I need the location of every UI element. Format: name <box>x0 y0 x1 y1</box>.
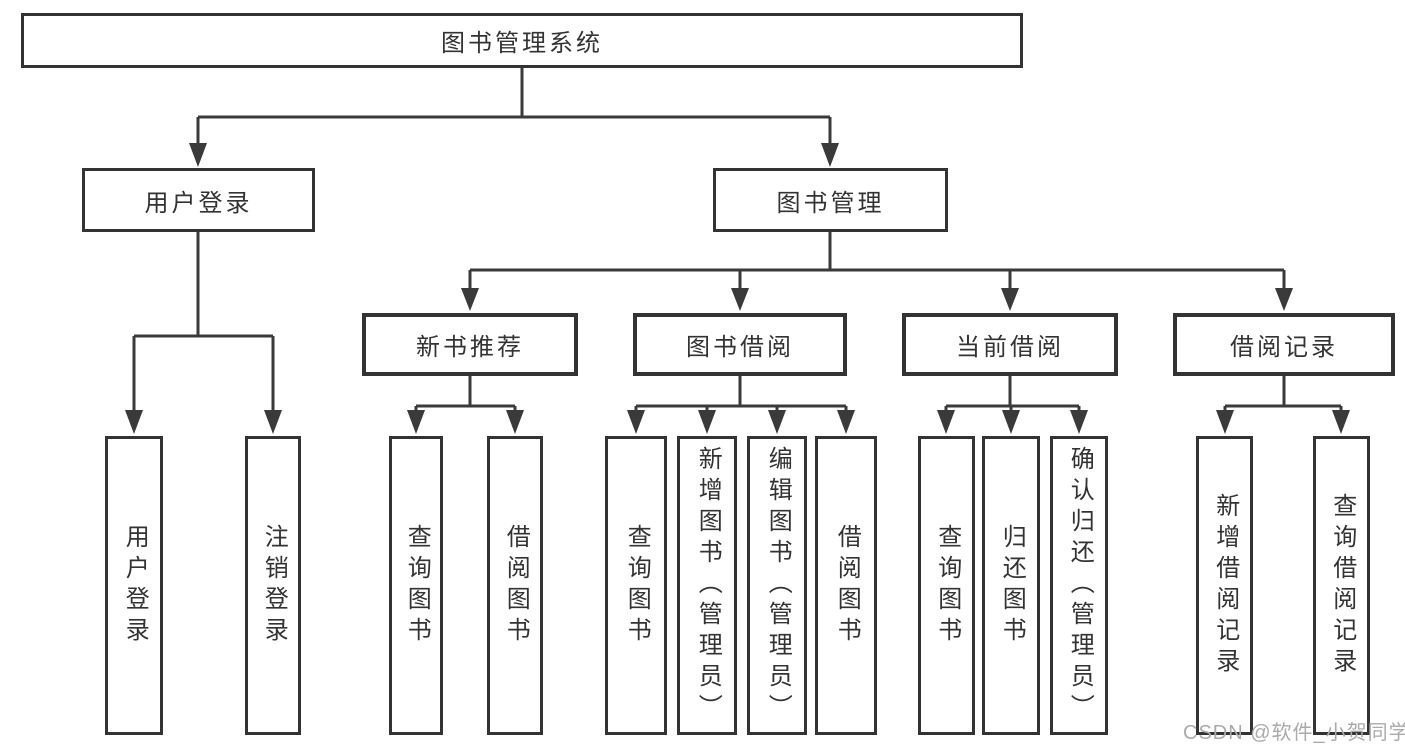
leaf-borrow-books-recommend-label: 借阅图书 <box>502 523 530 648</box>
node-borrow-records: 借阅记录 <box>1173 313 1395 376</box>
node-book-borrow: 图书借阅 <box>633 313 847 376</box>
leaf-add-borrow-record-label: 新增借阅记录 <box>1211 492 1239 679</box>
leaf-borrow-books-recommend: 借阅图书 <box>487 436 543 735</box>
leaf-query-books-current-label: 查询图书 <box>933 523 961 648</box>
leaf-query-books-recommend: 查询图书 <box>389 436 443 735</box>
node-borrow-records-label: 借阅记录 <box>1230 334 1338 361</box>
connector-root-to-level2 <box>189 68 839 167</box>
leaf-query-borrow-record: 查询借阅记录 <box>1313 436 1370 735</box>
connector-user-login-children <box>125 232 282 434</box>
node-user-login: 用户登录 <box>82 168 315 232</box>
leaf-query-borrow-record-label: 查询借阅记录 <box>1328 492 1356 679</box>
node-book-borrow-label: 图书借阅 <box>686 334 794 361</box>
connector-book-borrow-children <box>627 376 855 434</box>
leaf-confirm-return-admin: 确认归还（管理员） <box>1050 436 1108 735</box>
csdn-watermark: CSDN @软件_小贺同学 <box>1183 722 1405 744</box>
node-current-borrow: 当前借阅 <box>902 313 1118 376</box>
node-root: 图书管理系统 <box>21 13 1023 68</box>
node-book-management: 图书管理 <box>713 168 948 232</box>
leaf-add-borrow-record: 新增借阅记录 <box>1196 436 1253 735</box>
connector-new-book-recommend-children <box>407 376 524 434</box>
leaf-edit-book-admin: 编辑图书（管理员） <box>747 436 807 735</box>
leaf-edit-book-admin-label: 编辑图书（管理员） <box>764 446 792 725</box>
leaf-add-book-admin: 新增图书（管理员） <box>677 436 737 735</box>
leaf-logout: 注销登录 <box>245 436 301 735</box>
leaf-user-login-label: 用户登录 <box>121 523 149 648</box>
leaf-logout-label: 注销登录 <box>260 523 288 648</box>
leaf-add-book-admin-label: 新增图书（管理员） <box>694 446 722 725</box>
leaf-borrow-books-label: 借阅图书 <box>833 523 861 648</box>
leaf-return-book-label: 归还图书 <box>998 523 1026 648</box>
node-user-login-label: 用户登录 <box>144 189 253 217</box>
leaf-borrow-books: 借阅图书 <box>815 436 877 735</box>
leaf-query-books-current: 查询图书 <box>918 436 975 735</box>
node-root-label: 图书管理系统 <box>441 30 603 57</box>
leaf-user-login: 用户登录 <box>105 436 163 735</box>
node-book-management-label: 图书管理 <box>776 189 885 217</box>
node-new-book-recommend: 新书推荐 <box>362 313 578 376</box>
leaf-query-books-borrow: 查询图书 <box>605 436 667 735</box>
connector-current-borrow-children <box>937 376 1088 434</box>
node-new-book-recommend-label: 新书推荐 <box>416 334 524 361</box>
leaf-return-book: 归还图书 <box>982 436 1040 735</box>
node-current-borrow-label: 当前借阅 <box>956 334 1064 361</box>
leaf-confirm-return-admin-label: 确认归还（管理员） <box>1066 446 1094 725</box>
connector-borrow-records-children <box>1216 376 1350 434</box>
leaf-query-books-recommend-label: 查询图书 <box>403 523 431 648</box>
leaf-query-books-borrow-label: 查询图书 <box>623 523 651 648</box>
connector-book-management-sections <box>461 232 1293 311</box>
